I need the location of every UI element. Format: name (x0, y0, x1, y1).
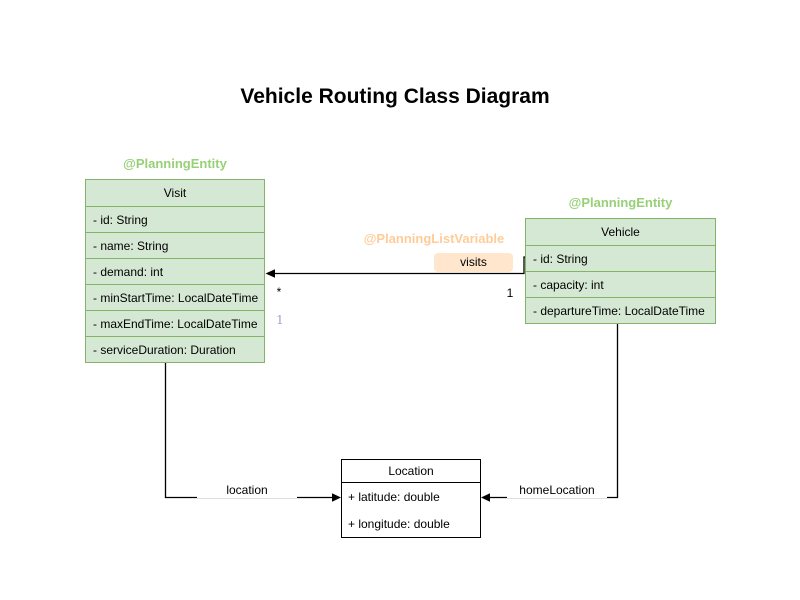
visit-class-box: Visit - id: String - name: String - dema… (85, 179, 265, 363)
visits-edge-arrowhead-icon (265, 269, 275, 278)
visits-secondary-multiplicity: 1 (276, 313, 284, 327)
vehicle-attribute-capacity: - capacity: int (526, 271, 715, 297)
page-title: Vehicle Routing Class Diagram (240, 85, 550, 108)
visit-attribute-max-end-time: - maxEndTime: LocalDateTime (86, 310, 264, 336)
visit-attribute-name: - name: String (86, 232, 264, 258)
location-class-box: Location + latitude: double + longitude:… (341, 459, 481, 538)
location-edge (164, 362, 341, 502)
visit-class-name: Visit (163, 186, 187, 200)
home-location-edge-arrowhead-icon (481, 493, 490, 502)
vehicle-attribute-departure-time: - departureTime: LocalDateTime (526, 297, 715, 323)
visit-attribute-min-start-time: - minStartTime: LocalDateTime (86, 284, 264, 310)
location-attribute-longitude: + longitude: double (348, 516, 450, 531)
visits-target-multiplicity: * (276, 285, 282, 299)
location-edge-arrowhead-icon (332, 493, 341, 502)
location-attribute-latitude: + latitude: double (348, 489, 440, 504)
vehicle-attribute-id: - id: String (526, 245, 715, 271)
location-edge-label: location (197, 483, 297, 498)
home-location-edge-line (489, 322, 619, 499)
visits-edge (265, 256, 525, 278)
visits-source-multiplicity: 1 (506, 286, 514, 300)
visit-attribute-id: - id: String (86, 206, 264, 232)
visit-attribute-service-duration: - serviceDuration: Duration (86, 336, 264, 362)
vehicle-planning-entity-annotation: @PlanningEntity (568, 195, 673, 210)
vehicle-class-box: Vehicle - id: String - capacity: int - d… (525, 218, 716, 324)
vehicle-class-name: Vehicle (601, 225, 640, 239)
location-class-name: Location (342, 460, 480, 483)
home-location-edge (481, 322, 619, 502)
visit-attribute-demand: - demand: int (86, 258, 264, 284)
visits-edge-line (274, 256, 525, 275)
visit-planning-entity-annotation: @PlanningEntity (123, 156, 227, 171)
visits-planning-list-variable-annotation: @PlanningListVariable (363, 231, 505, 246)
location-edge-line (164, 362, 333, 499)
home-location-edge-label: homeLocation (507, 483, 607, 498)
visits-edge-label: visits (434, 253, 513, 272)
